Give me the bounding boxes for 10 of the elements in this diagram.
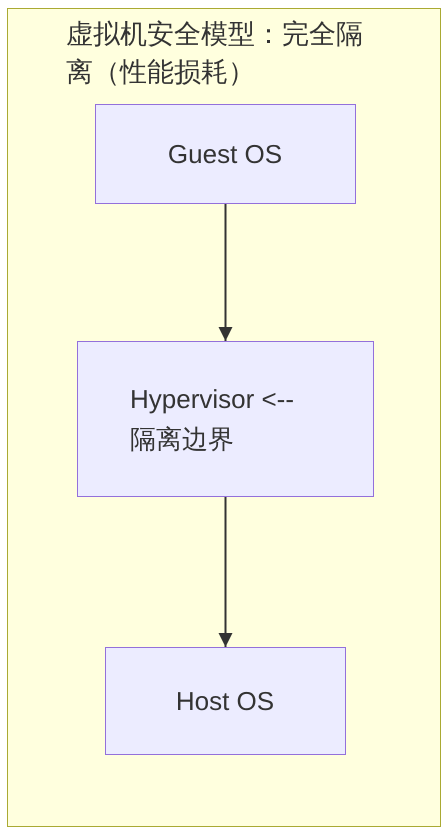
- group-title: 虚拟机安全模型：完全隔离（性能损耗）: [66, 18, 364, 89]
- box-label: Host OS: [176, 684, 274, 718]
- process-box: [104, 646, 346, 754]
- arrow: [218, 204, 232, 341]
- box-label: Hypervisor <-- 隔离边界: [130, 382, 295, 456]
- arrow: [218, 497, 232, 647]
- process-box: [94, 104, 356, 204]
- group-container: [7, 8, 441, 827]
- box-label: Guest OS: [168, 138, 282, 170]
- process-box: [76, 340, 374, 496]
